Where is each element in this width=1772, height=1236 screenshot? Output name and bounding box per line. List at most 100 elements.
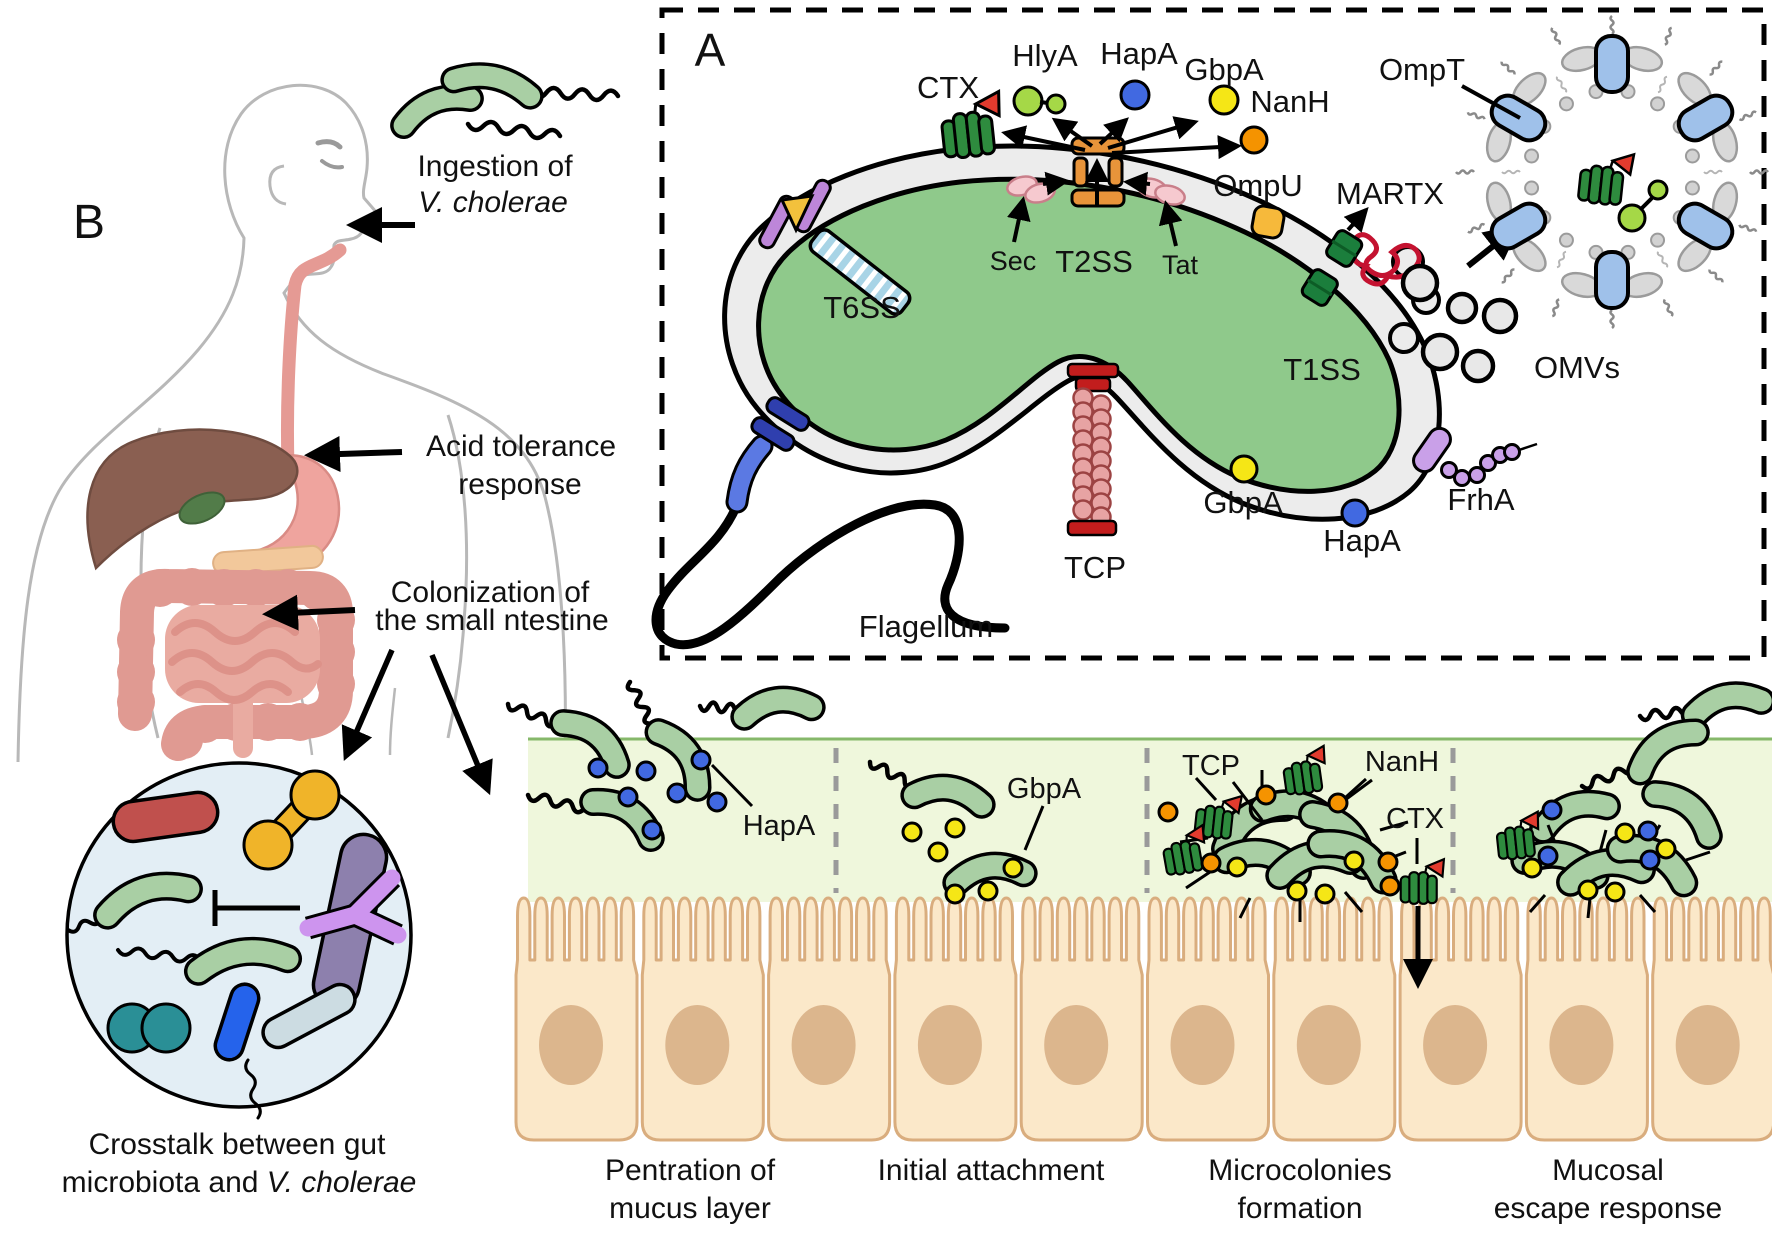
gbpa-dot <box>1521 857 1543 879</box>
vibrio-bacterium <box>1556 847 1656 897</box>
hapa-dot <box>635 760 657 782</box>
shape <box>1379 820 1409 832</box>
shape <box>1231 781 1264 821</box>
lipid-head <box>1684 180 1700 196</box>
lps-squiggle <box>1709 60 1723 76</box>
stage3-nanh-label: NanH <box>1365 746 1439 778</box>
shape <box>1066 362 1120 379</box>
shape <box>1684 684 1772 726</box>
lipid-head <box>1684 148 1700 164</box>
arrow <box>262 594 356 631</box>
shape <box>1532 793 1618 841</box>
cell-nucleus <box>539 1005 603 1085</box>
gbpa-label: GbpA <box>1184 52 1264 87</box>
colonization-label-line1: Colonization of <box>391 576 590 609</box>
lipid-head <box>1650 232 1666 248</box>
gbpa-dot <box>927 841 949 863</box>
lps-squiggle <box>1738 110 1757 122</box>
ompt-protein <box>1676 201 1735 251</box>
frha-bead <box>1468 466 1486 484</box>
ompt-protein <box>1594 34 1630 94</box>
haustra-bump <box>165 721 203 759</box>
shape <box>822 239 841 261</box>
shape <box>841 254 860 275</box>
stage3-ctx-label: CTX <box>1386 803 1444 835</box>
shape <box>1072 156 1089 188</box>
shape <box>765 396 811 432</box>
hlya-label: HlyA <box>1012 38 1078 73</box>
haustra-bump <box>117 621 155 659</box>
lps-squiggle <box>1467 222 1486 234</box>
ingestion-label-line2: V. cholerae <box>418 186 568 219</box>
caption-2-line1: Initial attachment <box>878 1154 1105 1187</box>
lipid-tail <box>1703 169 1723 175</box>
shape <box>1309 832 1395 891</box>
shape <box>1522 828 1536 858</box>
nanh-dot <box>1379 875 1401 897</box>
shape <box>1559 851 1653 894</box>
lps-squiggle <box>1738 224 1758 233</box>
ctx-toxin-icon <box>1399 857 1446 905</box>
gbpa-dot <box>944 883 966 905</box>
lps-squiggle <box>1466 111 1486 120</box>
caption-1-line2: mucus layer <box>609 1192 771 1225</box>
shape <box>1518 442 1538 452</box>
shape <box>889 291 907 312</box>
lipid-head <box>1650 96 1666 112</box>
haustra-bump <box>117 683 155 721</box>
ingestion-label-line1: Ingestion of <box>417 150 573 183</box>
flagellar-motor <box>750 416 796 452</box>
shape <box>1608 171 1625 206</box>
hapa-dot <box>617 786 639 808</box>
lipid-tail <box>1657 75 1668 94</box>
caption-4-line1: Mucosal <box>1552 1154 1664 1187</box>
shape <box>1107 156 1124 188</box>
panel-b-arrows <box>262 207 493 796</box>
ctx-label: CTX <box>917 70 979 105</box>
hapa-icon <box>1119 79 1151 111</box>
shape <box>1594 250 1630 310</box>
omv-circle <box>1460 348 1496 384</box>
shape <box>1185 870 1211 890</box>
lipid-head <box>1558 96 1574 112</box>
caption-4-line2: escape response <box>1494 1192 1723 1225</box>
flagellum-label: Flagellum <box>859 609 993 644</box>
gbpa-dot <box>1343 850 1365 872</box>
arrow <box>429 653 493 796</box>
ompt-protein <box>1676 93 1735 143</box>
frha-adhesin <box>1412 426 1538 487</box>
cell-nucleus <box>1044 1005 1109 1085</box>
gallbladder-shape <box>178 491 226 525</box>
gbpa-dot <box>1614 822 1636 844</box>
panel-a-bacterium <box>651 7 1770 661</box>
shape <box>903 777 993 816</box>
shape <box>1250 204 1286 240</box>
hapa-surface-label: HapA <box>1323 523 1401 558</box>
crosstalk-italic: V. cholerae <box>267 1166 417 1199</box>
shape <box>1644 783 1720 847</box>
vibrio-bacterium <box>730 685 826 731</box>
panel-a-label: A <box>695 24 726 76</box>
haustra-bump <box>299 573 337 611</box>
frha-bead <box>1503 443 1521 461</box>
shape <box>710 763 754 808</box>
vibrio-bacterium <box>644 718 712 802</box>
budding-vesicle <box>1388 322 1420 354</box>
hlya-icon <box>1617 203 1647 233</box>
teal-coccus <box>140 1002 192 1054</box>
arrow <box>1007 196 1031 243</box>
shape <box>1072 499 1094 521</box>
shape <box>1638 894 1657 913</box>
rod-shape <box>111 790 220 844</box>
gbpa-dot <box>1314 883 1336 905</box>
shape <box>552 712 628 776</box>
omv-vesicle <box>1455 15 1770 330</box>
gallbladder <box>178 491 226 525</box>
shape <box>750 416 796 452</box>
haustra-bump <box>173 568 211 606</box>
shape <box>1676 93 1735 143</box>
lps-squiggle <box>1662 298 1674 317</box>
shape <box>733 689 823 728</box>
gbpa-dot <box>1226 856 1248 878</box>
